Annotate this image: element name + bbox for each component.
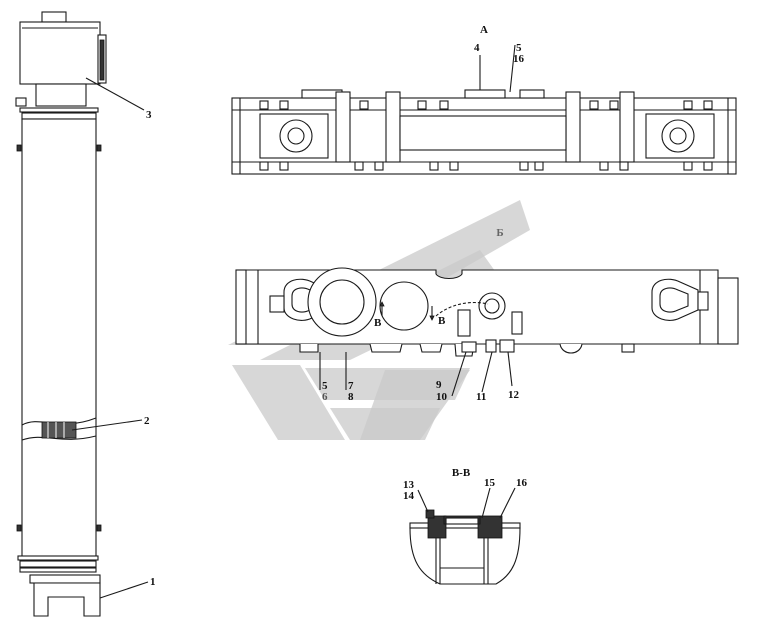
view-title-b: Б	[496, 227, 503, 239]
bolt-row-bottom	[259, 161, 713, 171]
view-title-section: В-В	[452, 467, 471, 479]
callout-15: 15	[484, 477, 496, 489]
section-mark-left: В	[374, 317, 382, 329]
callout-5: 5	[322, 380, 328, 392]
callout-5-top: 5	[516, 42, 522, 54]
callout-1: 1	[150, 576, 156, 588]
section-mark-right: В	[438, 315, 446, 327]
callout-11: 11	[476, 391, 486, 403]
callout-9: 9	[436, 379, 442, 391]
callout-7: 7	[348, 380, 354, 392]
bolt-row-top	[259, 100, 713, 110]
callout-13: 13	[403, 479, 415, 491]
callout-16-top: 16	[513, 53, 525, 65]
callout-16: 16	[516, 477, 528, 489]
callout-12: 12	[508, 389, 520, 401]
leader-lines	[71, 44, 516, 599]
callouts: 1 2 3 4 5 16 5 6 7 8 9 10 11 12 13 14 15…	[144, 42, 528, 588]
vertical-tank-view	[15, 11, 107, 617]
callout-6: 6	[322, 391, 328, 403]
callout-2: 2	[144, 415, 150, 427]
view-title-a: А	[480, 24, 488, 36]
callout-4: 4	[474, 42, 480, 54]
callout-8: 8	[348, 391, 354, 403]
callout-14: 14	[403, 490, 415, 502]
callout-10: 10	[436, 391, 448, 403]
section-view-bb	[409, 509, 521, 585]
side-view-b	[235, 267, 739, 357]
callout-3: 3	[146, 109, 152, 121]
top-view-a	[231, 89, 737, 175]
